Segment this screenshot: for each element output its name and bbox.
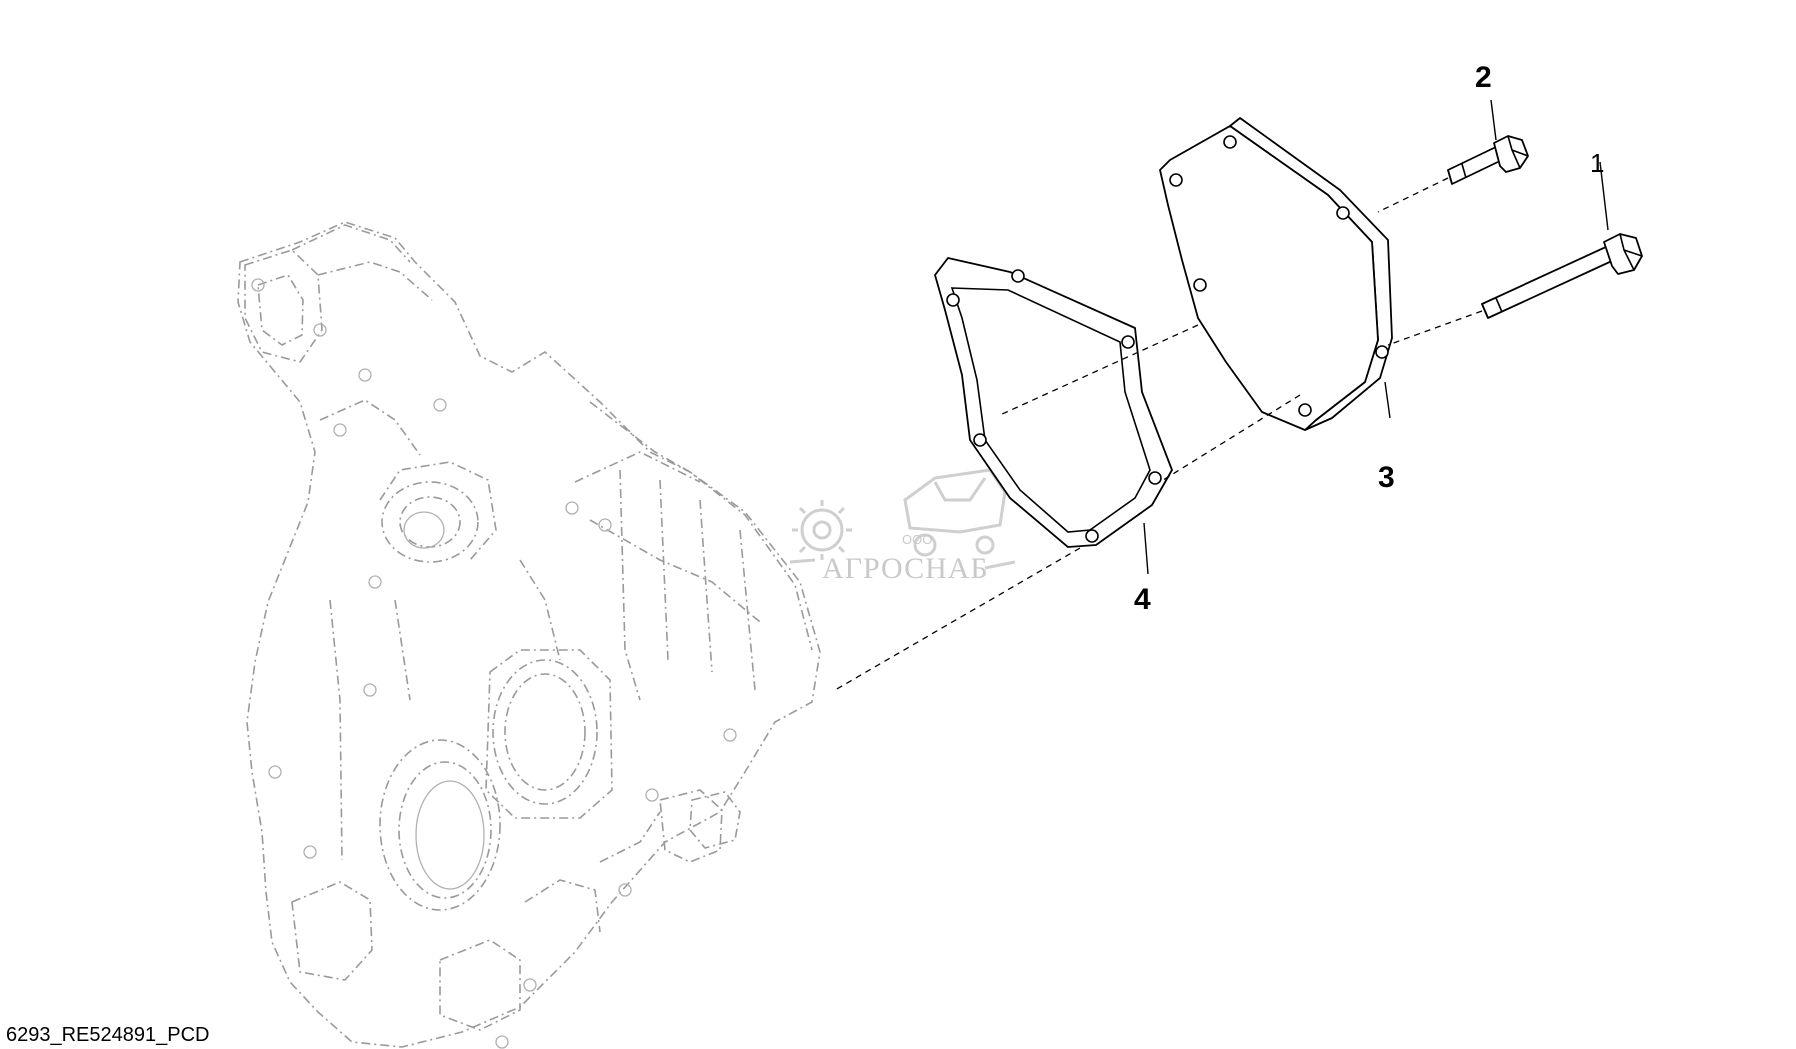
figure-code: 6293_RE524891_PCD bbox=[6, 1024, 210, 1046]
gasket-hole bbox=[1085, 529, 1099, 543]
gasket-hole bbox=[946, 293, 960, 307]
gasket-part-4 bbox=[934, 257, 1173, 548]
cover-hole bbox=[1298, 403, 1312, 417]
watermark-prefix: ООО bbox=[902, 532, 932, 547]
cover-plate-part-3 bbox=[1159, 117, 1393, 431]
watermark-brand: АГРОСНАБ bbox=[822, 552, 989, 585]
callout-2: 2 bbox=[1475, 61, 1492, 94]
callout-3: 3 bbox=[1378, 461, 1395, 494]
cover-hole bbox=[1336, 206, 1350, 220]
cover-hole bbox=[1169, 173, 1183, 187]
gear-icon bbox=[792, 500, 852, 560]
cover-hole bbox=[1193, 278, 1207, 292]
leader-lines bbox=[1143, 99, 1609, 575]
gasket-hole bbox=[1121, 335, 1135, 349]
long-bolt-part-1 bbox=[1481, 233, 1643, 319]
short-bolt-part-2 bbox=[1447, 135, 1529, 185]
cover-hole bbox=[1375, 345, 1389, 359]
callout-4: 4 bbox=[1134, 583, 1151, 616]
assembly-centerlines bbox=[834, 177, 1483, 691]
gasket-hole bbox=[1011, 269, 1025, 283]
gasket-hole bbox=[973, 433, 987, 447]
leader-1 bbox=[1599, 161, 1609, 231]
callout-1: 1 bbox=[1590, 148, 1604, 178]
combine-harvester-icon bbox=[903, 468, 1007, 557]
watermark-logo: ООО АГРОСНАБ bbox=[789, 468, 1016, 585]
leader-2 bbox=[1490, 99, 1497, 141]
timing-gear-housing bbox=[237, 221, 821, 1049]
leader-3 bbox=[1384, 381, 1391, 419]
cover-hole bbox=[1223, 135, 1237, 149]
leader-4 bbox=[1143, 522, 1149, 575]
gasket-hole bbox=[1148, 471, 1162, 485]
